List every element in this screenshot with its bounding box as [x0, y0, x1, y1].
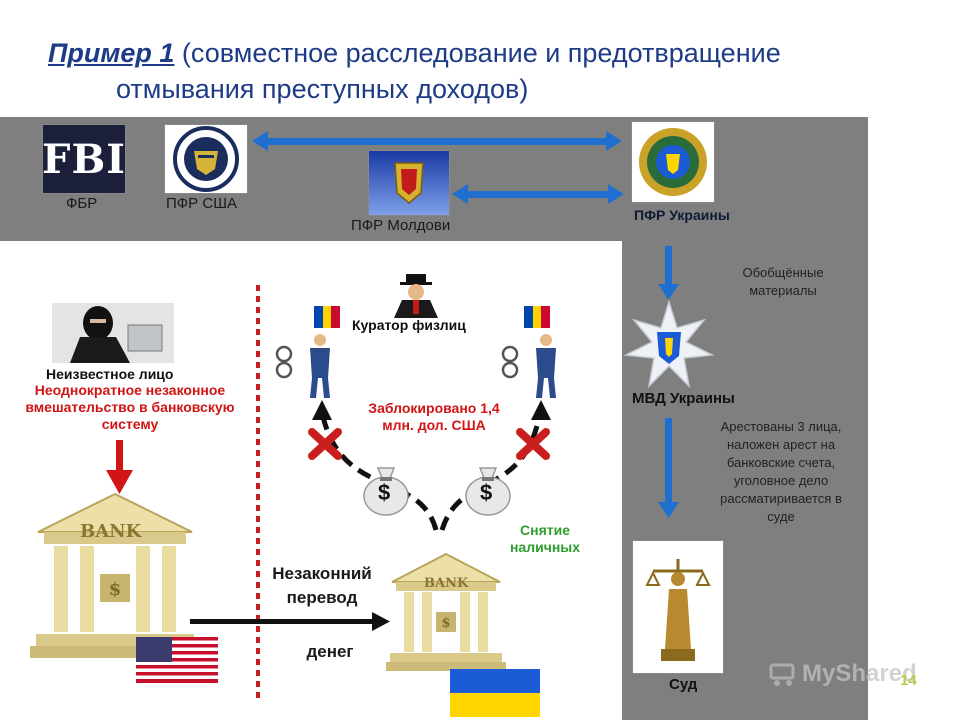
fbi-label: ФБР — [66, 195, 98, 212]
ukraine-bank-word: BANK — [424, 576, 469, 591]
hacker-image — [52, 303, 174, 363]
fincen-seal-icon — [164, 124, 248, 194]
generalized-materials-text: Обобщённые материалы — [742, 265, 824, 298]
money-bag-left-symbol: $ — [378, 480, 391, 505]
ukraine-flag-icon — [450, 669, 540, 717]
usa-flag-icon — [136, 637, 218, 683]
transfer-money-label: денег — [306, 642, 354, 661]
usa-bank-word: BANK — [80, 521, 142, 542]
blocked-x-left — [308, 428, 342, 460]
mvd-label: МВД Украины — [632, 390, 735, 407]
pfr-moldova-label: ПФР Молдови — [351, 217, 451, 234]
blocked-amount-text: Заблокировано 1,4 млн. дол. США — [368, 400, 500, 433]
myshared-watermark: MyShared — [768, 660, 917, 688]
moldova-flag-left-icon — [314, 306, 340, 328]
double-arrow-moldova-ukraine — [452, 184, 624, 204]
curator-figure-icon — [388, 274, 444, 318]
svg-text:$: $ — [109, 579, 122, 600]
money-bag-right-symbol: $ — [480, 480, 493, 505]
transfer-arrow — [190, 612, 390, 631]
pfr-usa-label: ПФР США — [166, 195, 237, 212]
illegal-transfer-label: Незаконний перевод — [272, 564, 372, 607]
themis-statue-icon — [632, 540, 724, 674]
red-arrow-down — [106, 440, 133, 494]
cart-icon — [769, 663, 795, 686]
title-subtitle-2: отмывания преступных доходов) — [116, 74, 529, 104]
arrowhead-left — [312, 400, 332, 420]
pfr-ukraine-label: ПФР Украины — [634, 207, 730, 223]
money-bag-left-icon — [358, 460, 414, 516]
moldova-fiu-emblem-icon — [368, 150, 450, 216]
money-bag-right-icon — [460, 460, 516, 516]
down-arrow-to-court — [658, 418, 679, 518]
interference-text: Неоднократное незаконное вмешательство в… — [25, 382, 235, 432]
down-arrow-to-mvd — [658, 246, 679, 300]
arrowhead-right — [531, 400, 551, 420]
court-label: Суд — [669, 676, 698, 693]
page-title: Пример 1 (совместное расследование и пре… — [48, 38, 781, 69]
fbi-logo-text: FBI — [42, 135, 126, 183]
cash-withdrawal-text: Снятие наличных — [509, 522, 581, 555]
outcome-text: Арестованы 3 лица, наложен арест на банк… — [720, 419, 842, 524]
title-subtitle-1: (совместное расследование и предотвращен… — [181, 38, 781, 68]
blocked-x-right — [516, 428, 550, 460]
double-arrow-usa-ukraine — [252, 131, 622, 151]
usa-bank-building-icon: $ — [30, 488, 200, 660]
arrested-person-right-icon — [496, 332, 562, 400]
curator-label: Куратор физлиц — [352, 317, 466, 333]
watermark-text: MyShared — [802, 660, 917, 687]
fbi-logo: FBI — [42, 124, 126, 194]
title-main: Пример 1 — [48, 38, 175, 68]
ukraine-fiu-emblem-icon — [631, 121, 715, 203]
mvd-emblem-icon — [623, 299, 715, 390]
ukraine-bank-building-icon: $ — [386, 550, 506, 672]
page-number: 14 — [900, 672, 917, 689]
moldova-flag-right-icon — [524, 306, 550, 328]
svg-text:$: $ — [441, 616, 450, 631]
arrested-person-left-icon — [270, 332, 336, 400]
unknown-person-label: Неизвестное лицо — [46, 366, 174, 382]
